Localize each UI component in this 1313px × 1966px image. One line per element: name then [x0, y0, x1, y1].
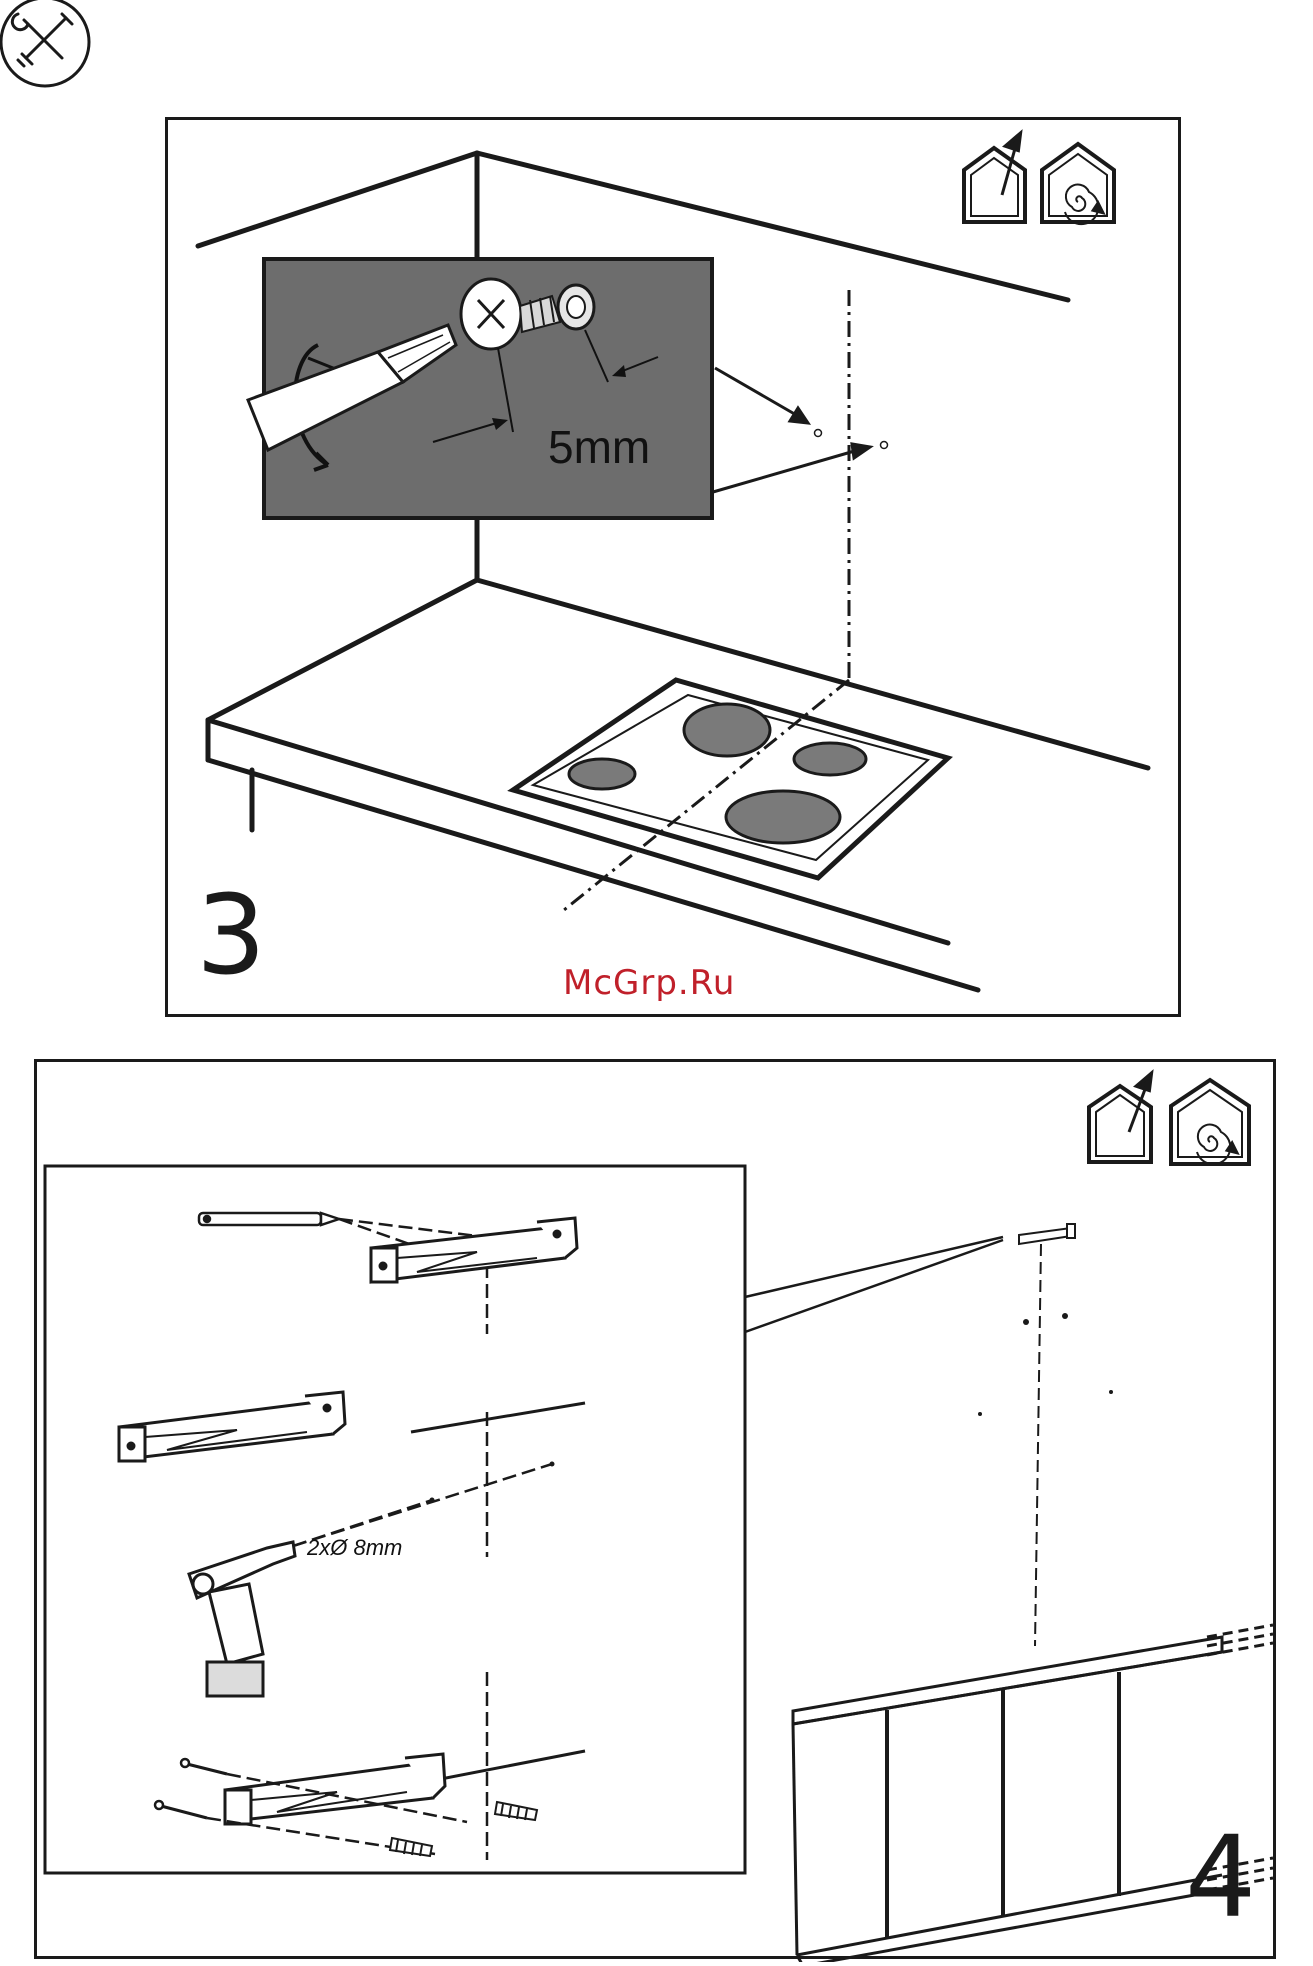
step-3-panel: 5mm 3 McGrp.Ru: [165, 117, 1181, 1017]
duct-out-house-icon: [1089, 1074, 1151, 1162]
screw-depth-label: 5mm: [548, 420, 650, 474]
step-4-illustration: [37, 1062, 1279, 1962]
drill-size-label: 2xØ 8mm: [307, 1535, 402, 1561]
step-3-number: 3: [196, 880, 266, 990]
step-3-mode-icons: [964, 134, 1114, 224]
step-4-panel: 2xØ 8mm 4: [34, 1059, 1276, 1959]
tools-icon-badge: [0, 0, 100, 90]
step-3-illustration: [168, 120, 1184, 1020]
bracket-bottom: [225, 1754, 445, 1824]
watermark: McGrp.Ru: [563, 963, 735, 1003]
bracket-middle: [119, 1392, 345, 1461]
screw-inset: [248, 259, 712, 518]
recirculation-house-icon: [1171, 1080, 1249, 1164]
recirculation-house-icon: [1042, 144, 1114, 224]
wall-bracket-small: [1019, 1224, 1075, 1244]
duct-out-house-icon: [964, 134, 1025, 222]
step-4-mode-icons: [1089, 1074, 1249, 1164]
hood: [793, 1637, 1222, 1962]
drill-icon: [189, 1542, 295, 1696]
pencil: [199, 1213, 339, 1225]
wrench-screwdriver-icon: [0, 0, 100, 90]
step-4-number: 4: [1185, 1822, 1256, 1934]
hob: [513, 680, 948, 878]
